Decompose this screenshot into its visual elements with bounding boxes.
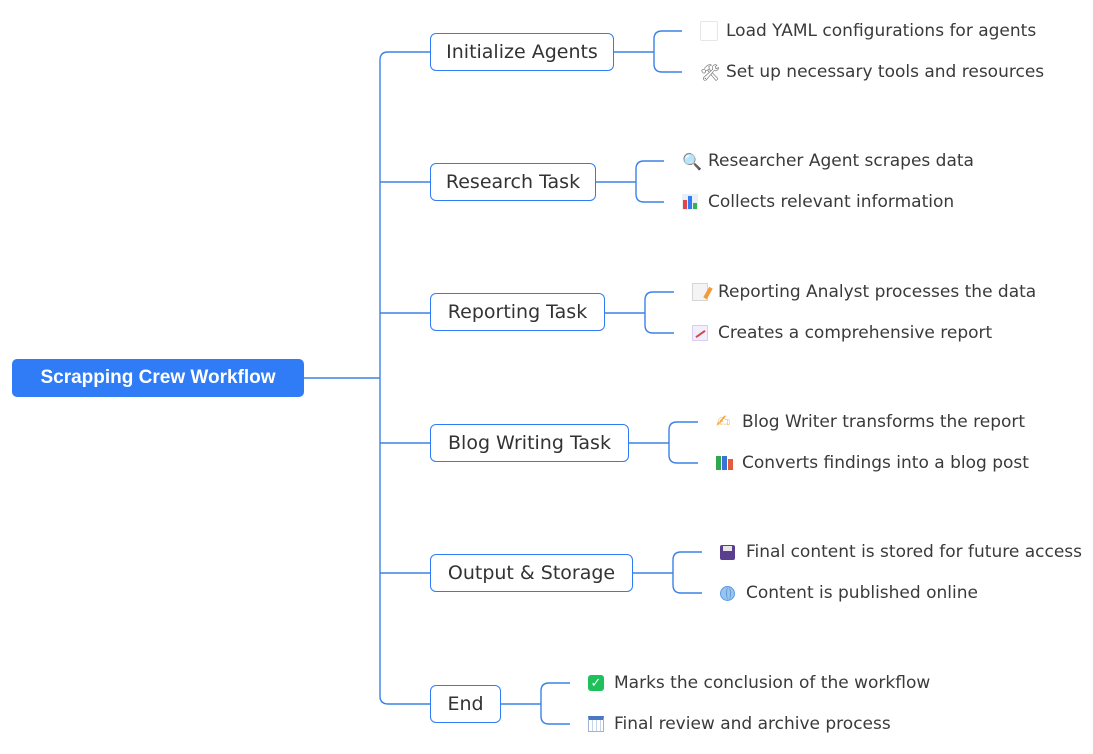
leaf-text: Marks the conclusion of the workflow (614, 673, 931, 693)
leaf-final-review[interactable]: Final review and archive process (588, 710, 891, 738)
branch-initialize-agents[interactable]: Initialize Agents (430, 33, 614, 71)
branch-end[interactable]: End (430, 685, 501, 723)
leaf-load-yaml[interactable]: Load YAML configurations for agents (700, 17, 1036, 45)
trunk-connector (379, 51, 389, 705)
leaf-bracket-connector (644, 291, 674, 334)
leaf-set-up-tools[interactable]: 🛠 Set up necessary tools and resources (700, 58, 1044, 86)
memo-icon (692, 282, 716, 302)
leaf-marks-conclusion[interactable]: ✓ Marks the conclusion of the workflow (588, 669, 930, 697)
leaf-text: Reporting Analyst processes the data (718, 282, 1037, 302)
leaf-bracket-connector (668, 421, 698, 464)
leaf-bracket-connector (635, 160, 664, 203)
leaf-text: Final content is stored for future acces… (746, 542, 1082, 562)
leaf-bracket-connector (540, 682, 570, 725)
leaf-text: Load YAML configurations for agents (726, 21, 1037, 41)
branch-reporting-task[interactable]: Reporting Task (430, 293, 605, 331)
bar-chart-icon (682, 192, 706, 212)
branch-blog-writing-task[interactable]: Blog Writing Task (430, 424, 629, 462)
leaf-collects-info[interactable]: Collects relevant information (682, 188, 954, 216)
leaf-bracket-connector (672, 551, 702, 594)
clipboard-icon (700, 21, 724, 41)
leaf-text: Content is published online (746, 583, 978, 603)
globe-icon (720, 583, 744, 603)
branch-output-storage[interactable]: Output & Storage (430, 554, 633, 592)
leaf-text: Converts findings into a blog post (742, 453, 1029, 473)
root-node[interactable]: Scrapping Crew Workflow (12, 359, 304, 397)
leaf-final-content-stored[interactable]: Final content is stored for future acces… (720, 538, 1082, 566)
branch-research-task[interactable]: Research Task (430, 163, 596, 201)
leaf-researcher-scrapes[interactable]: 🔍 Researcher Agent scrapes data (682, 147, 974, 175)
tools-icon: 🛠 (700, 62, 721, 82)
trend-chart-icon (692, 323, 716, 343)
leaf-blog-writer[interactable]: ✍ Blog Writer transforms the report (716, 408, 1025, 436)
leaf-text: Final review and archive process (614, 714, 891, 734)
check-mark-icon: ✓ (588, 673, 612, 693)
leaf-reporting-analyst[interactable]: Reporting Analyst processes the data (692, 278, 1036, 306)
writing-hand-icon: ✍ (716, 412, 731, 432)
floppy-disk-icon (720, 542, 744, 562)
leaf-creates-report[interactable]: Creates a comprehensive report (692, 319, 992, 347)
leaf-text: Collects relevant information (708, 192, 955, 212)
leaf-text: Blog Writer transforms the report (742, 412, 1026, 432)
leaf-text: Researcher Agent scrapes data (708, 151, 974, 171)
leaf-text: Creates a comprehensive report (718, 323, 993, 343)
leaf-bracket-connector (653, 30, 682, 73)
books-icon (716, 453, 740, 473)
leaf-content-published[interactable]: Content is published online (720, 579, 978, 607)
leaf-text: Set up necessary tools and resources (726, 62, 1045, 82)
calendar-icon (588, 714, 612, 734)
magnifier-icon: 🔍 (682, 151, 702, 171)
leaf-converts-findings[interactable]: Converts findings into a blog post (716, 449, 1029, 477)
